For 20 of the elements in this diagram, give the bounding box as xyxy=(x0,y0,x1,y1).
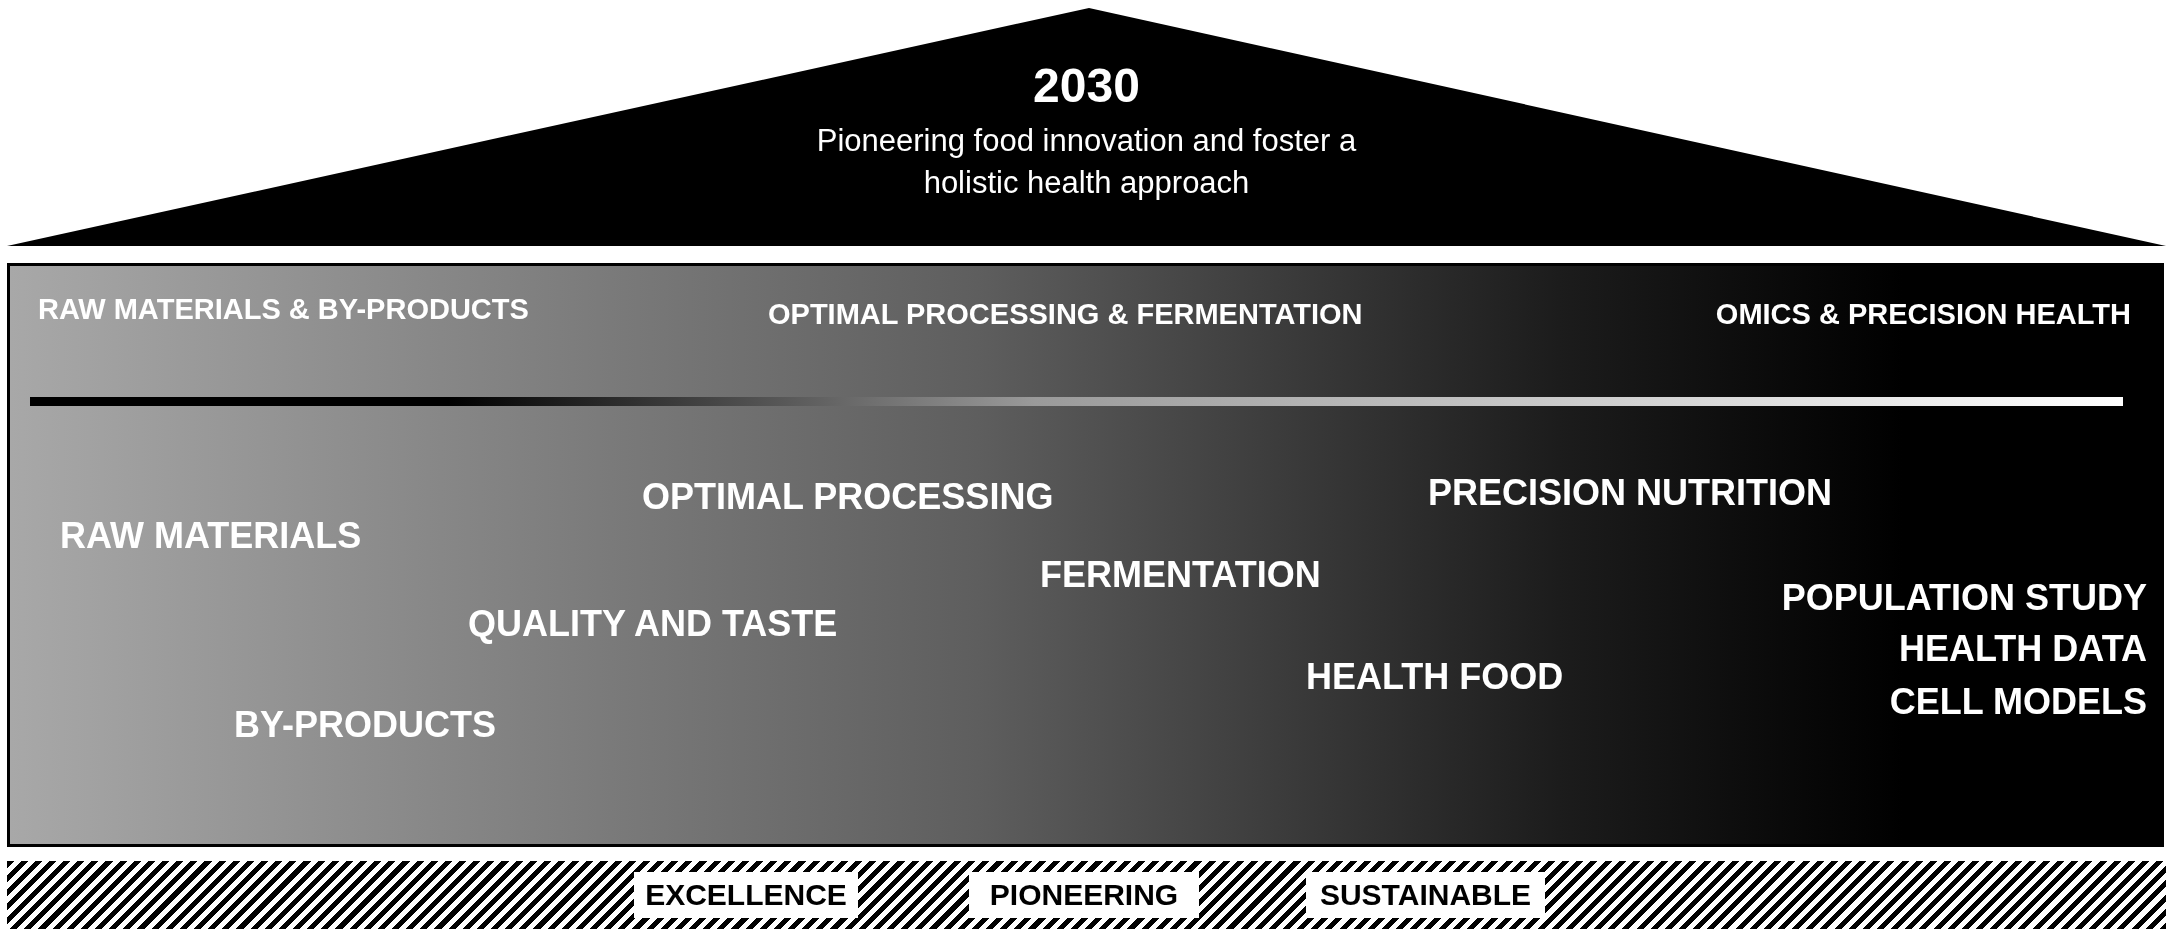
value-tag: EXCELLENCE xyxy=(634,872,858,918)
topic-label: POPULATION STUDY xyxy=(1781,577,2147,619)
category-heading: OMICS & PRECISION HEALTH xyxy=(1715,297,2131,331)
category-heading: RAW MATERIALS & BY-PRODUCTS xyxy=(38,292,529,326)
topic-label: FERMENTATION xyxy=(1040,554,1321,596)
topic-label: HEALTH DATA xyxy=(1899,628,2147,670)
topic-label: QUALITY AND TASTE xyxy=(468,603,838,645)
value-tag: SUSTAINABLE xyxy=(1306,872,1545,918)
topic-label: BY-PRODUCTS xyxy=(234,704,497,746)
hatched-band xyxy=(7,861,2166,929)
vision-statement: Pioneering food innovation and foster a holistic health approach xyxy=(815,122,1358,202)
year-heading: 2030 xyxy=(1033,58,1140,113)
topic-label: HEALTH FOOD xyxy=(1306,656,1564,698)
topic-label: OPTIMAL PROCESSING xyxy=(642,476,1054,518)
category-heading: OPTIMAL PROCESSING & FERMENTATION xyxy=(768,297,1363,331)
topic-label: PRECISION NUTRITION xyxy=(1428,472,1832,514)
gradient-panel xyxy=(7,263,2164,847)
value-tag: PIONEERING xyxy=(969,872,1199,918)
topic-label: RAW MATERIALS xyxy=(60,515,362,557)
topic-label: CELL MODELS xyxy=(1889,681,2147,723)
